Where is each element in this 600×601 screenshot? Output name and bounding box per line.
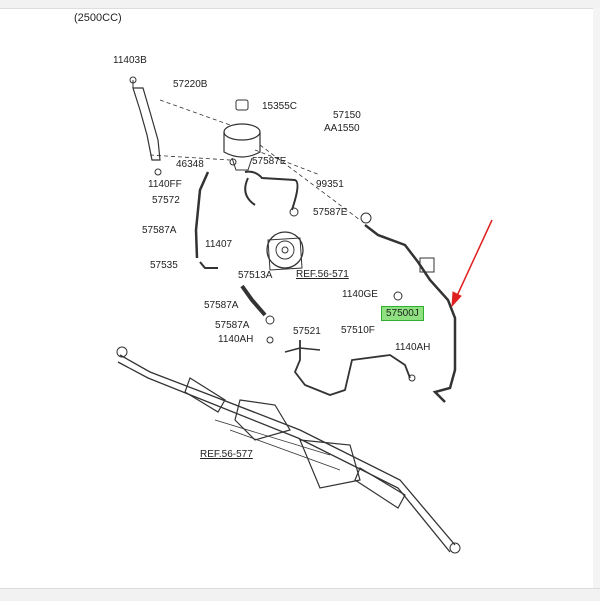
label-46348: 46348 — [176, 159, 204, 170]
label-57535: 57535 — [150, 260, 178, 271]
label-57587a-left: 57587A — [142, 225, 177, 236]
pump-assembly — [266, 231, 304, 271]
ref-56-577-link[interactable]: REF.56-577 — [200, 449, 253, 460]
clamp-57587e — [289, 207, 299, 217]
steering-rack — [116, 346, 461, 554]
label-57587e-top: 57587E — [252, 156, 287, 167]
label-57513a: 57513A — [238, 270, 273, 281]
hose-99351 — [244, 170, 299, 211]
pipe-57535 — [199, 261, 218, 269]
bottom-bar — [0, 588, 600, 601]
ref-56-571-link[interactable]: REF.56-571 — [296, 269, 349, 280]
leader-lines — [149, 99, 361, 221]
label-99351: 99351 — [316, 179, 344, 190]
top-bar — [0, 0, 600, 9]
label-57587a-mid: 57587A — [204, 300, 239, 311]
label-57220b: 57220B — [173, 79, 208, 90]
bolt-1140ah-b — [408, 374, 416, 382]
pointer-arrow — [451, 219, 493, 308]
label-1140ah-left: 1140AH — [218, 334, 254, 345]
label-11403b: 11403B — [113, 55, 147, 66]
right-scroll-strip — [593, 8, 600, 588]
label-aa1550: AA1550 — [324, 123, 360, 134]
label-57587a-low: 57587A — [215, 320, 250, 331]
label-57510f: 57510F — [341, 325, 375, 336]
pipe-57521 — [284, 347, 321, 353]
label-1140ff: 1140FF — [148, 179, 182, 190]
hose-57500j — [364, 224, 457, 403]
hose-57513a — [240, 284, 267, 317]
label-15355c: 15355C — [262, 101, 298, 112]
label-57587e-bottom: 57587E — [313, 207, 348, 218]
hose-fitting — [360, 212, 372, 224]
hose-57572 — [194, 171, 210, 259]
hose-bracket — [419, 257, 435, 273]
label-57150: 57150 — [333, 110, 361, 121]
label-57572: 57572 — [152, 195, 180, 206]
label-57500j: 57500J — [386, 308, 419, 319]
reservoir-57150 — [223, 99, 261, 171]
label-11407: 11407 — [205, 239, 233, 250]
pipe-57510f — [293, 340, 411, 396]
highlight-57500j[interactable] — [381, 306, 424, 321]
label-57521: 57521 — [293, 326, 321, 337]
bolt-1140ah — [266, 336, 274, 344]
bracket-57220b — [129, 76, 162, 176]
bolt-1140ge — [393, 291, 403, 301]
clamp-57587a — [265, 315, 275, 325]
engine-variant-title: (2500CC) — [74, 12, 122, 24]
label-1140ge: 1140GE — [342, 289, 378, 300]
label-1140ah-right: 1140AH — [395, 342, 431, 353]
